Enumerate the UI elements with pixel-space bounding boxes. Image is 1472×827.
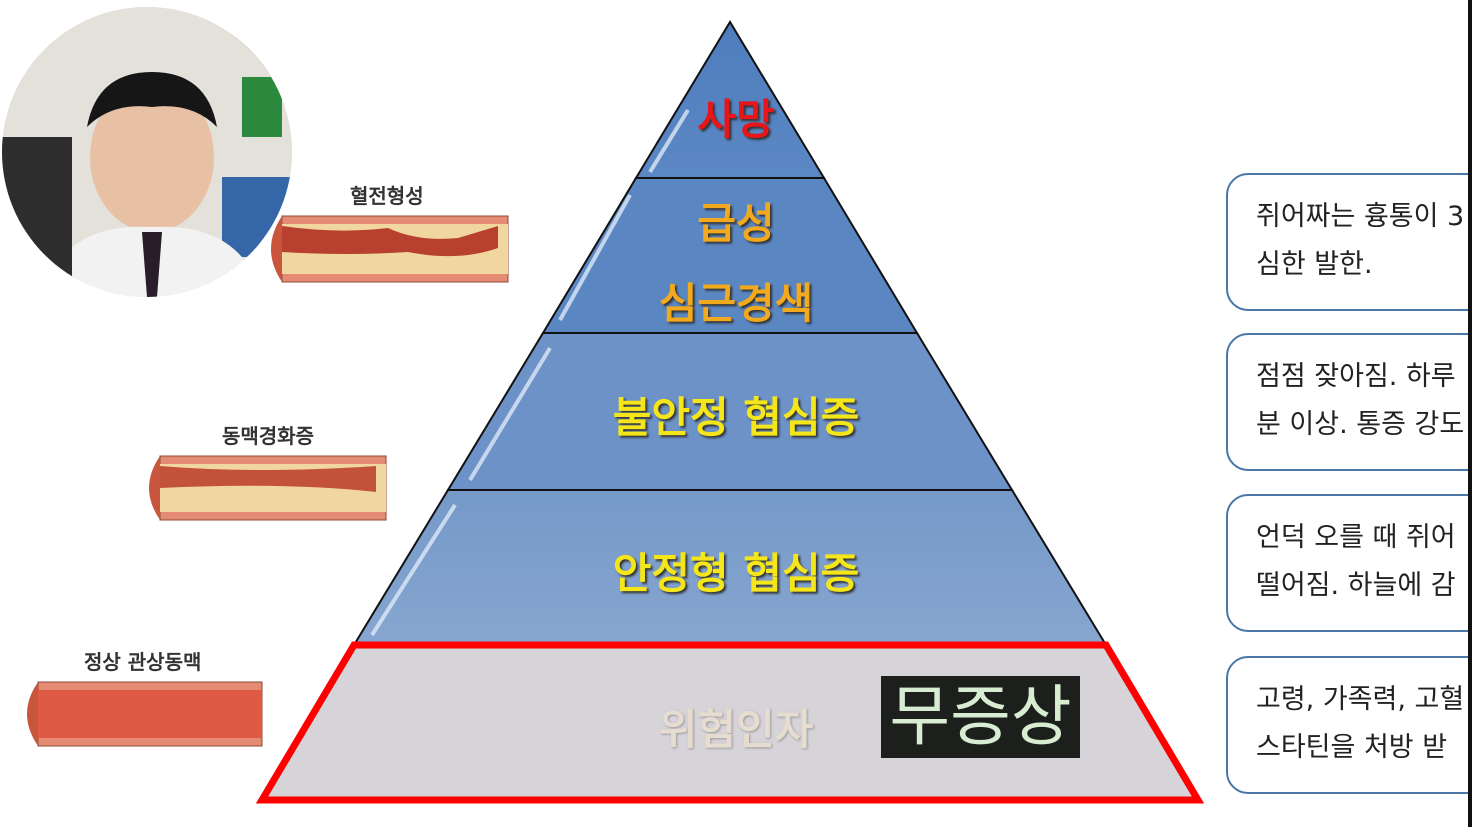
- description-box-unstable: 점점 잦아짐. 하루 분 이상. 통증 강도: [1226, 333, 1472, 471]
- description-line: 쥐어짜는 흉통이 3: [1256, 201, 1465, 232]
- asymptomatic-badge: 무증상: [881, 676, 1080, 758]
- description-line: 떨어짐. 하늘에 감: [1256, 570, 1456, 601]
- label-stable-angina: 안정형 협심증: [612, 549, 860, 598]
- description-line: 고령, 가족력, 고혈: [1256, 684, 1465, 715]
- vessel-label-thrombosis: 혈전형성: [350, 184, 424, 208]
- thrombosis-vessel-icon: [271, 215, 509, 283]
- frame-edge: [1468, 0, 1472, 827]
- atherosclerosis-vessel-icon: [149, 455, 387, 521]
- label-unstable-angina: 불안정 협심증: [612, 393, 860, 442]
- description-line: 스타틴을 처방 받: [1256, 732, 1448, 763]
- description-box-death: 쥐어짜는 흉통이 3 심한 발한.: [1226, 173, 1472, 311]
- label-risk-factors: 위험인자: [658, 705, 814, 754]
- presenter-figure-icon: [2, 7, 292, 297]
- description-box-risk: 고령, 가족력, 고혈 스타틴을 처방 받: [1226, 656, 1472, 794]
- presenter-avatar: [2, 7, 292, 297]
- description-line: 점점 잦아짐. 하루: [1256, 361, 1456, 392]
- vessel-label-atherosclerosis: 동맥경화증: [222, 424, 314, 448]
- vessel-label-normal: 정상 관상동맥: [84, 650, 202, 674]
- description-line: 분 이상. 통증 강도: [1256, 409, 1465, 440]
- description-box-stable: 언덕 오를 때 쥐어 떨어짐. 하늘에 감: [1226, 494, 1472, 632]
- description-line: 언덕 오를 때 쥐어: [1256, 522, 1456, 553]
- normal-vessel-icon: [27, 681, 263, 747]
- description-line: 심한 발한.: [1256, 249, 1373, 280]
- label-death: 사망: [697, 95, 775, 144]
- label-acute-line2: 심근경색: [658, 279, 814, 328]
- label-acute-line1: 급성: [697, 199, 775, 248]
